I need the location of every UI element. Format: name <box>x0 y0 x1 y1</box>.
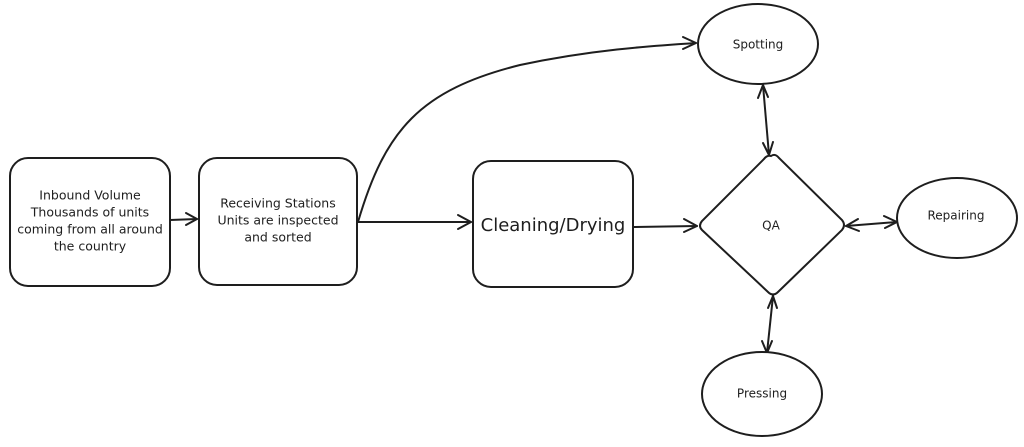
node-qa[interactable]: QA <box>699 153 845 296</box>
edge-receiving-to-cleaning[interactable] <box>356 214 472 230</box>
node-inbound-line-1: Inbound Volume <box>39 188 141 203</box>
node-qa-label: QA <box>762 219 780 233</box>
arrowhead-icon <box>185 212 198 226</box>
node-receiving-line-2: Units are inspected <box>217 213 338 228</box>
edge-spotting-qa[interactable] <box>757 84 774 156</box>
arrowhead-icon <box>845 218 860 232</box>
edge-qa-repairing[interactable] <box>845 215 898 232</box>
node-receiving-line-3: and sorted <box>244 230 311 245</box>
node-pressing[interactable]: Pressing <box>701 351 823 437</box>
arrowhead-icon <box>683 218 698 233</box>
arrowhead-icon <box>757 84 769 99</box>
node-cleaning-label: Cleaning/Drying <box>481 215 626 236</box>
edge-cleaning-to-qa[interactable] <box>633 218 698 233</box>
node-cleaning-drying[interactable]: Cleaning/Drying <box>472 160 634 288</box>
node-pressing-label: Pressing <box>737 387 787 401</box>
edge-receiving-to-spotting[interactable] <box>357 36 697 223</box>
node-repairing[interactable]: Repairing <box>896 177 1018 259</box>
edge-qa-pressing[interactable] <box>761 295 778 354</box>
edge-inbound-to-receiving[interactable] <box>169 212 198 226</box>
node-receiving-line-1: Receiving Stations <box>220 196 336 211</box>
node-repairing-label: Repairing <box>928 209 985 223</box>
arrowhead-icon <box>767 295 778 309</box>
node-spotting-label: Spotting <box>733 38 784 52</box>
node-spotting[interactable]: Spotting <box>697 3 819 85</box>
arrowhead-icon <box>457 214 472 230</box>
node-inbound-line-4: the country <box>54 239 127 254</box>
node-receiving-stations[interactable]: Receiving Stations Units are inspected a… <box>198 157 358 286</box>
arrowhead-icon <box>682 36 697 50</box>
node-inbound-line-3: coming from all around <box>17 222 163 237</box>
node-inbound-volume[interactable]: Inbound Volume Thousands of units coming… <box>9 157 171 287</box>
node-inbound-line-2: Thousands of units <box>30 205 149 220</box>
